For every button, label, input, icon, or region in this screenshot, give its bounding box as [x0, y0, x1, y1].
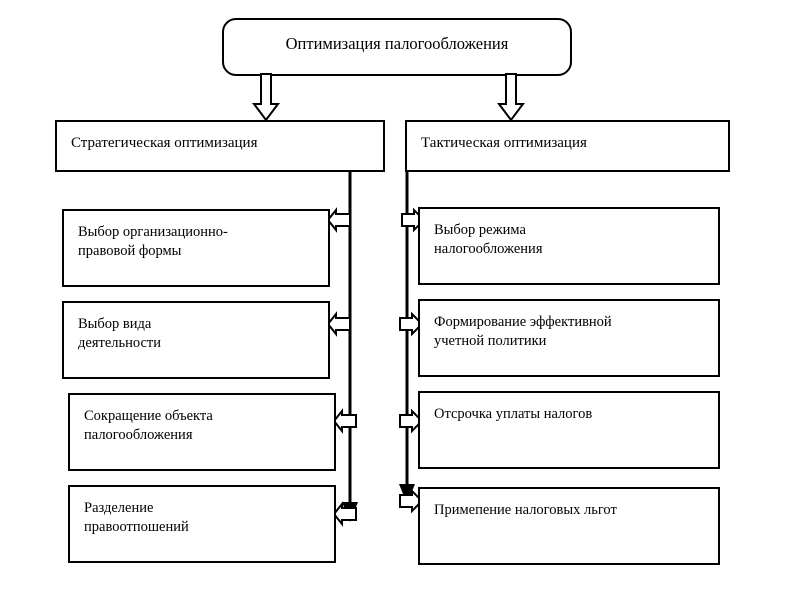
root-to-tactical-arrow: [497, 73, 525, 122]
leaf-tactical-1[interactable]: Выбор режима налогообложения: [418, 207, 720, 285]
leaf-strategic-3[interactable]: Сокращение объекта палогообложения: [68, 393, 336, 471]
arrow-to-strategic-item-3: [332, 408, 357, 434]
arrow-to-strategic-item-4: [332, 501, 357, 527]
leaf-strategic-2-label: Выбор вида деятельности: [78, 316, 162, 351]
leaf-tactical-2-label: Формирование эффективной учетной политик…: [434, 314, 612, 349]
leaf-tactical-3-label: Отсрочка уплаты налогов: [434, 406, 593, 422]
leaf-strategic-3-label: Сокращение объекта палогообложения: [84, 408, 213, 443]
branch-header-tactical[interactable]: Тактическая оптимизация: [405, 120, 730, 172]
leaf-strategic-1-label: Выбор организационно- правовой формы: [78, 224, 228, 259]
leaf-tactical-1-label: Выбор режима налогообложения: [434, 222, 543, 257]
branch-header-strategic-label: Стратегическая оптимизация: [71, 135, 258, 151]
leaf-strategic-2[interactable]: Выбор вида деятельности: [62, 301, 330, 379]
arrow-to-strategic-item-1: [326, 207, 351, 233]
root-node-tax-optimization[interactable]: Оптимизация палогообложения: [222, 18, 572, 76]
strategic-spine-connector: [342, 170, 358, 522]
root-to-strategic-arrow: [252, 73, 280, 122]
leaf-strategic-1[interactable]: Выбор организационно- правовой формы: [62, 209, 330, 287]
leaf-tactical-3[interactable]: Отсрочка уплаты налогов: [418, 391, 720, 469]
leaf-tactical-4-label: Примепение налоговых льгот: [434, 502, 617, 518]
leaf-tactical-4[interactable]: Примепение налоговых льгот: [418, 487, 720, 565]
leaf-tactical-2[interactable]: Формирование эффективной учетной политик…: [418, 299, 720, 377]
branch-header-tactical-label: Тактическая оптимизация: [421, 135, 587, 151]
arrow-to-strategic-item-2: [326, 311, 351, 337]
leaf-strategic-4[interactable]: Разделение правоотпошений: [68, 485, 336, 563]
branch-header-strategic[interactable]: Стратегическая оптимизация: [55, 120, 385, 172]
root-node-label: Оптимизация палогообложения: [285, 34, 509, 53]
leaf-strategic-4-label: Разделение правоотпошений: [84, 500, 189, 535]
